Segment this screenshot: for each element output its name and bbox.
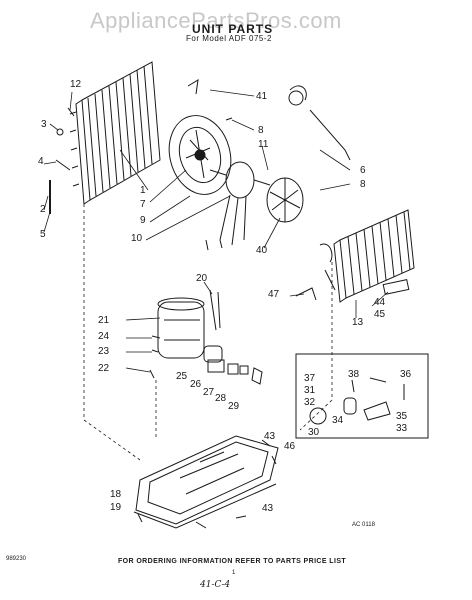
callout-11: 11 xyxy=(258,139,269,150)
part-24 xyxy=(151,335,161,339)
terminal-parts xyxy=(203,345,263,385)
callout-35: 35 xyxy=(396,411,408,422)
document-number: 989230 xyxy=(6,556,27,562)
part-23 xyxy=(151,349,159,353)
callout-8-upper: 8 xyxy=(258,125,264,136)
fan-shroud xyxy=(168,115,232,195)
callout-37: 37 xyxy=(304,373,316,384)
callout-2: 2 xyxy=(40,204,46,215)
handwritten-note: 41-C-4 xyxy=(200,580,231,590)
blower-wheel xyxy=(266,177,304,223)
callout-44: 44 xyxy=(374,297,386,308)
callout-10: 10 xyxy=(131,233,143,244)
callout-3: 3 xyxy=(41,119,47,130)
callout-5: 5 xyxy=(40,229,46,240)
wire-20 xyxy=(209,289,221,331)
inset-panel xyxy=(295,353,429,439)
callout-8-lower: 8 xyxy=(360,179,366,190)
callout-27: 27 xyxy=(203,387,215,398)
page-number: 1 xyxy=(232,570,236,576)
filter-44 xyxy=(382,279,410,295)
seal-ring xyxy=(288,90,304,106)
callout-4: 4 xyxy=(38,156,44,167)
compressor xyxy=(157,297,205,359)
callout-29: 29 xyxy=(228,401,240,412)
callout-43-lower: 43 xyxy=(262,503,274,514)
callout-28: 28 xyxy=(215,393,227,404)
screw-8 xyxy=(225,117,233,121)
model-subtitle: For Model ADF 075-2 xyxy=(186,34,272,43)
clip-47 xyxy=(295,287,317,301)
bracket-41 xyxy=(187,79,199,95)
drawing-code: AC 0118 xyxy=(352,522,375,528)
capillary-tube xyxy=(289,85,351,161)
callout-34: 34 xyxy=(332,415,344,426)
part-46 xyxy=(271,455,277,465)
callout-7: 7 xyxy=(140,199,146,210)
callout-41: 41 xyxy=(256,91,268,102)
callout-36: 36 xyxy=(400,369,412,380)
callout-30: 30 xyxy=(308,427,320,438)
base-pan xyxy=(133,435,279,529)
ordering-footer: FOR ORDERING INFORMATION REFER TO PARTS … xyxy=(118,558,347,565)
part-22 xyxy=(149,369,155,379)
callout-25: 25 xyxy=(176,371,188,382)
callout-9: 9 xyxy=(140,215,146,226)
evaporator-coil xyxy=(319,209,415,303)
callout-32: 32 xyxy=(304,397,316,408)
callout-21: 21 xyxy=(98,315,110,326)
watermark: AppliancePartsPros.com xyxy=(90,8,342,33)
callout-40: 40 xyxy=(256,245,268,256)
callout-12: 12 xyxy=(70,79,82,90)
screw-43 xyxy=(235,515,247,519)
callout-23: 23 xyxy=(98,346,110,357)
callout-18: 18 xyxy=(110,489,122,500)
fan-motor xyxy=(205,161,271,251)
clip-12 xyxy=(67,107,75,117)
callout-26: 26 xyxy=(190,379,202,390)
callout-33: 33 xyxy=(396,423,408,434)
callout-45: 45 xyxy=(374,309,386,320)
callout-22: 22 xyxy=(98,363,110,374)
callout-38: 38 xyxy=(348,369,360,380)
clip-19 xyxy=(137,513,143,523)
callout-6: 6 xyxy=(360,165,366,176)
callout-46: 46 xyxy=(284,441,296,452)
callout-31: 31 xyxy=(304,385,316,396)
callout-20: 20 xyxy=(196,273,208,284)
callout-24: 24 xyxy=(98,331,110,342)
callout-47: 47 xyxy=(268,289,280,300)
callout-13: 13 xyxy=(352,317,364,328)
callout-1: 1 xyxy=(140,185,146,196)
gasket-4 xyxy=(55,159,71,171)
callout-43-upper: 43 xyxy=(264,431,276,442)
condenser-coil xyxy=(69,61,161,205)
grommet-3 xyxy=(56,128,64,136)
diagram-title: UNIT PARTS xyxy=(192,22,274,36)
callout-19: 19 xyxy=(110,502,122,513)
